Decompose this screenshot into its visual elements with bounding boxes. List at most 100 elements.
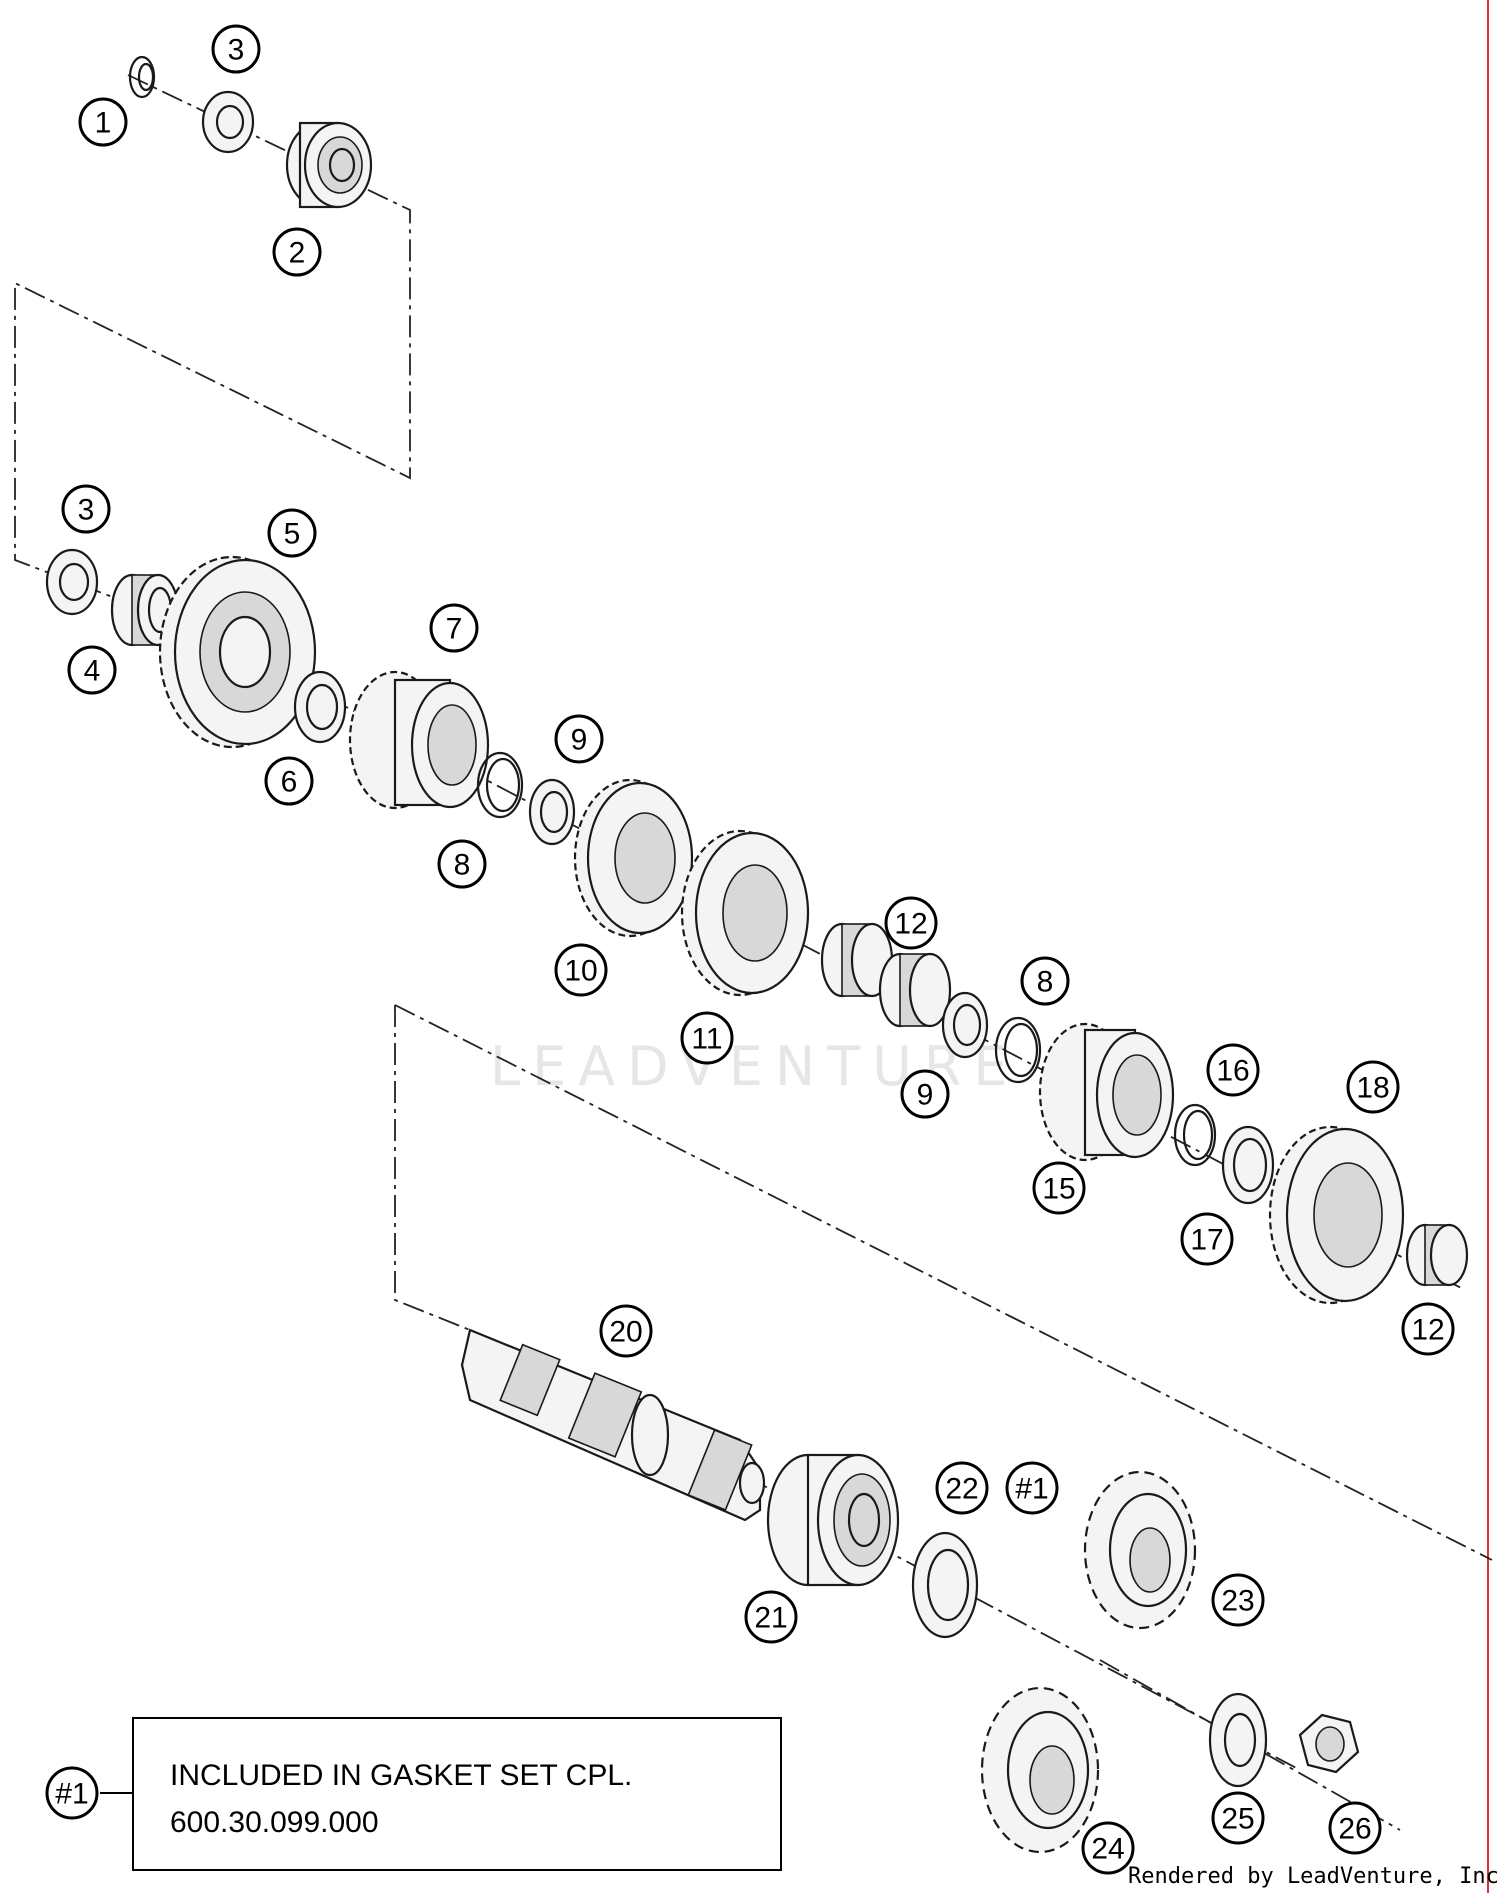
callout-circle: [437, 839, 487, 889]
callout-circle: [1005, 1461, 1059, 1515]
callout-circle: [935, 1461, 989, 1515]
callout-number: 25: [1221, 1803, 1254, 1836]
part-21-bearing: [766, 1453, 900, 1587]
callout-number: 26: [1338, 1813, 1371, 1846]
part-6-washer: [293, 670, 347, 744]
callout-20: 20: [599, 1304, 653, 1358]
render-credit: Rendered by LeadVenture, Inc.: [1128, 1864, 1500, 1889]
callout-number: 23: [1221, 1585, 1254, 1618]
callout-number: 11: [691, 1023, 722, 1056]
callout-number: 18: [1356, 1072, 1389, 1105]
part-8-ring-2: [994, 1016, 1042, 1084]
callout-22: 22: [935, 1461, 989, 1515]
callout-25: 25: [1211, 1791, 1265, 1845]
callout-circle: [744, 1590, 798, 1644]
callout-3: 3: [61, 484, 111, 534]
callout-1: 1: [78, 97, 128, 147]
callout-5: 5: [267, 508, 317, 558]
callout-number: 2: [289, 237, 306, 270]
part-20-main-shaft: [460, 1328, 766, 1522]
callout-number: 22: [945, 1473, 978, 1506]
callout-6: 6: [264, 756, 314, 806]
callout-circle: [1180, 1212, 1234, 1266]
part-26-nut: [1298, 1713, 1360, 1774]
callout-number: 7: [446, 613, 463, 646]
callout-number: 15: [1042, 1173, 1075, 1206]
callout-circle: [1328, 1801, 1382, 1855]
callout-number: 4: [84, 655, 101, 688]
callout-circle: [1211, 1573, 1265, 1627]
callout-number: 16: [1216, 1055, 1249, 1088]
callout-number: 12: [1411, 1314, 1444, 1347]
callout-24: 24: [1081, 1821, 1135, 1875]
callout-circle: [267, 508, 317, 558]
callout-3: 3: [211, 24, 261, 74]
callout-8: 8: [1020, 956, 1070, 1006]
callout-9: 9: [900, 1069, 950, 1119]
note-line-2: 600.30.099.000: [170, 1806, 379, 1839]
callout-circle: [78, 97, 128, 147]
callout-number: #1: [55, 1778, 88, 1811]
callout-number: 9: [571, 724, 588, 757]
callout-circle: [211, 24, 261, 74]
callout-4: 4: [67, 645, 117, 695]
callout-circle: [1081, 1821, 1135, 1875]
callout-number: 12: [894, 908, 927, 941]
callout-number: 8: [454, 849, 471, 882]
callout-number: 9: [917, 1079, 934, 1112]
part-12-needle-bearing-2: [1405, 1223, 1469, 1287]
callout-circle: [1346, 1060, 1400, 1114]
callout-number: 1: [95, 107, 112, 140]
callout-circle: [554, 943, 608, 997]
part-4-needle-bearing: [110, 573, 180, 647]
part-24-sprocket: [980, 1686, 1100, 1854]
callout-23: 23: [1211, 1573, 1265, 1627]
part-3-washer-top: [201, 90, 255, 154]
part-5-gear: [158, 555, 317, 749]
callout-2: 2: [272, 227, 322, 277]
callout-number: 5: [284, 518, 301, 551]
callout-circle: [680, 1011, 734, 1065]
callout-circle: [1032, 1161, 1086, 1215]
part-23-sprocket: [1083, 1470, 1197, 1630]
callout-number: 8: [1037, 966, 1054, 999]
callout-circle: [1020, 956, 1070, 1006]
part-16-circlip: [1173, 1103, 1217, 1167]
callout-number: 17: [1190, 1224, 1223, 1257]
note-line-1: INCLUDED IN GASKET SET CPL.: [170, 1759, 632, 1792]
callout-number: 3: [78, 494, 95, 527]
callout-11: 11: [680, 1011, 734, 1065]
callout-number: 6: [281, 766, 298, 799]
callout-number: 24: [1091, 1833, 1124, 1866]
callout-note-1: #1: [1005, 1461, 1059, 1515]
callout-circle: [1211, 1791, 1265, 1845]
callout-15: 15: [1032, 1161, 1086, 1215]
part-15-gear: [1038, 1022, 1175, 1162]
part-25-lock-washer: [1208, 1692, 1268, 1788]
callout-17: 17: [1180, 1212, 1234, 1266]
callout-circle: [67, 645, 117, 695]
part-2-bearing: [285, 121, 373, 209]
callout-26: 26: [1328, 1801, 1382, 1855]
part-9-lock-washer: [528, 778, 576, 846]
part-17-washer: [1221, 1125, 1275, 1205]
callout-16: 16: [1206, 1043, 1260, 1097]
callout-circle: [554, 714, 604, 764]
part-9-lock-washer-2: [941, 991, 989, 1059]
callout-21: 21: [744, 1590, 798, 1644]
callout-10: 10: [554, 943, 608, 997]
part-1-circlip: [128, 55, 156, 99]
callout-circle: [884, 896, 938, 950]
callout-circle: [1401, 1302, 1455, 1356]
callout-circle: [1206, 1043, 1260, 1097]
callout-8: 8: [437, 839, 487, 889]
callout-number: #1: [1015, 1473, 1048, 1506]
part-12-needle-bearing: [820, 922, 952, 1028]
callout-number: 21: [754, 1602, 787, 1635]
part-18-gear: [1268, 1125, 1405, 1305]
callout-note-1: #1: [45, 1766, 99, 1820]
part-3-washer: [45, 548, 99, 616]
part-10-gear: [573, 778, 694, 938]
gasket-set-note: INCLUDED IN GASKET SET CPL. 600.30.099.0…: [100, 1717, 782, 1871]
